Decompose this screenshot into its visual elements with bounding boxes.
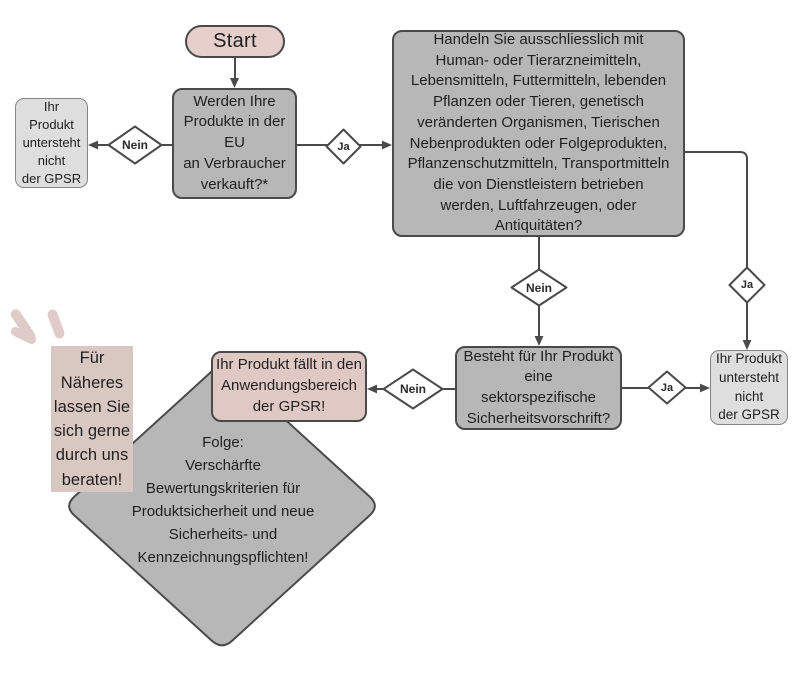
node-question-eu-sale: Werden Ihre Produkte in der EU an Verbra…: [172, 88, 297, 199]
decision-nein-q1: Nein: [107, 125, 163, 165]
node-advice: Für Näheres lassen Sie sich gerne durch …: [51, 346, 133, 492]
arrowhead-down: [742, 340, 752, 350]
node-question-exclusions: Handeln Sie ausschliesslich mit Human- o…: [392, 30, 685, 237]
arrowhead-left: [367, 384, 377, 394]
node-scope-result: Ihr Produkt fällt in den Anwendungsberei…: [211, 351, 367, 422]
arrowhead-down: [230, 78, 239, 88]
decision-ja-q1: Ja: [325, 128, 362, 165]
decision-nein-sector: Nein: [382, 368, 444, 410]
consequence-text: Folge: Verschärfte Bewertungskriterien f…: [131, 434, 315, 566]
decision-label: Nein: [525, 280, 552, 295]
arrowhead-right: [382, 140, 392, 150]
arrowhead-right: [700, 383, 710, 393]
decision-label: Nein: [399, 382, 426, 396]
node-outcome-not-gpsr-left: Ihr Produkt untersteht nicht der GPSR: [15, 98, 88, 188]
node-start: Start: [185, 25, 285, 58]
edge-exclusions-to-outright: [685, 151, 748, 342]
arrowhead-left: [88, 140, 98, 150]
node-question-sector-rule: Besteht für Ihr Produkt eine sektorspezi…: [455, 346, 622, 430]
decision-nein-exclusions: Nein: [510, 268, 568, 307]
decision-label: Nein: [121, 138, 148, 152]
arrowhead-down: [534, 336, 544, 346]
decision-label: Ja: [660, 381, 674, 394]
decision-label: Ja: [740, 279, 754, 291]
decision-ja-sector: Ja: [647, 370, 687, 405]
decision-label: Ja: [337, 140, 350, 153]
decision-ja-exclusions: Ja: [728, 266, 766, 304]
node-outcome-not-gpsr-right: Ihr Produkt untersteht nicht der GPSR: [710, 350, 788, 425]
